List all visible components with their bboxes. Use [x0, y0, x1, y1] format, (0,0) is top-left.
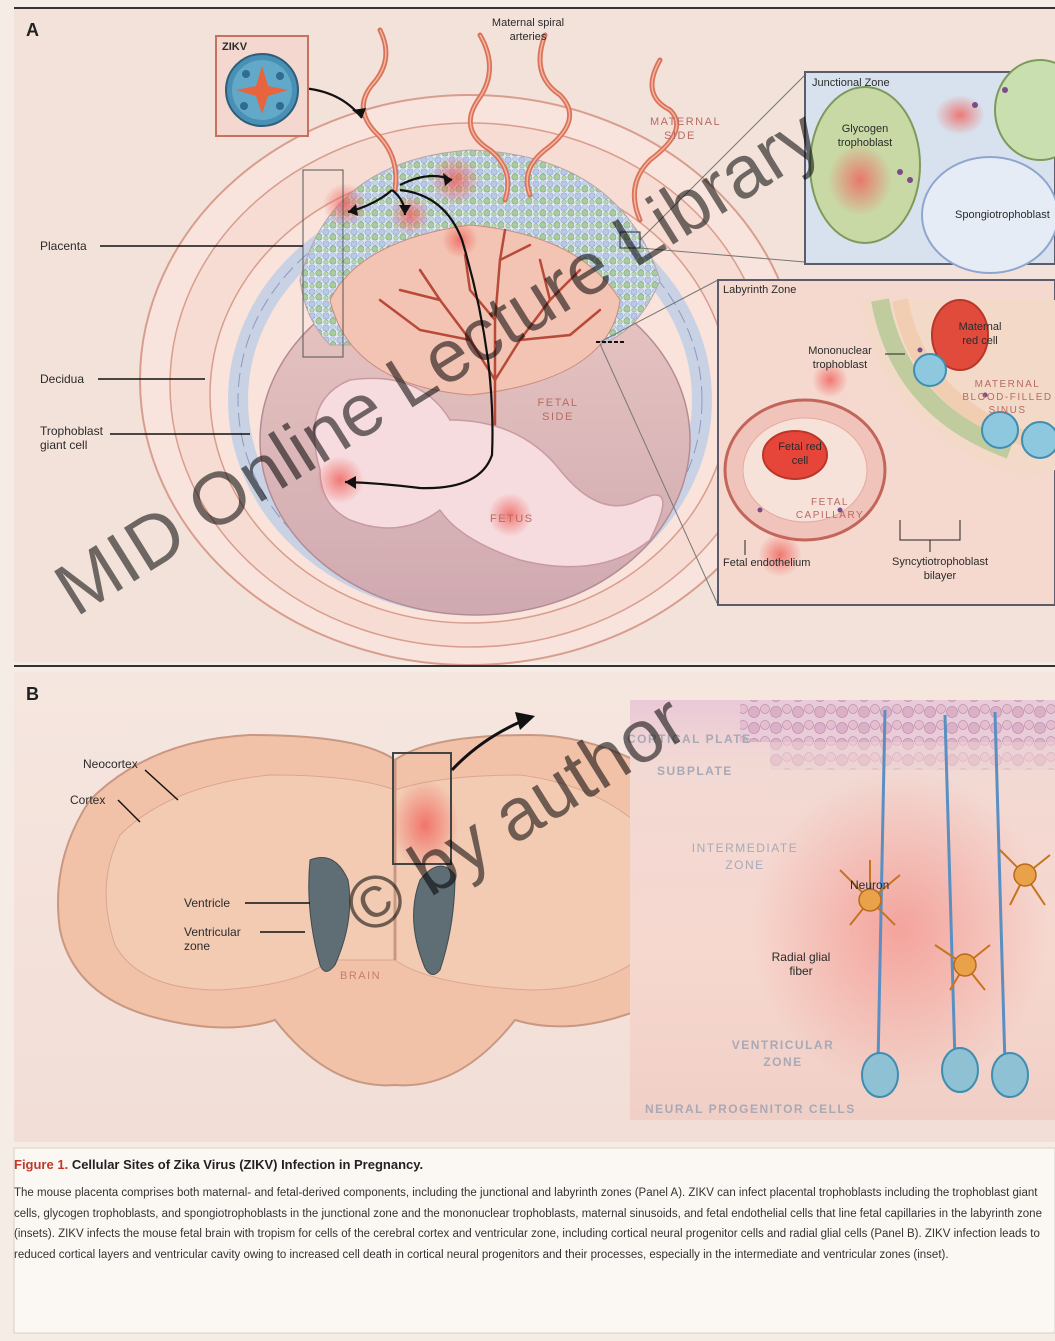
trophoblast-giant-cell-label: Trophoblast giant cell [40, 424, 110, 452]
ventricle-label: Ventricle [184, 896, 230, 910]
junctional-zone-inset [805, 60, 1055, 273]
brain-label: BRAIN [340, 970, 381, 982]
fetal-side-label: FETAL SIDE [530, 396, 586, 424]
labyrinth-zone-title: Labyrinth Zone [723, 283, 796, 297]
ventricular-zone-caps-label: VENTRICULAR ZONE [718, 1037, 848, 1071]
figure-caption-body: The mouse placenta comprises both matern… [14, 1183, 1044, 1265]
figure-title: Figure 1. Cellular Sites of Zika Virus (… [14, 1157, 423, 1172]
decidua-label: Decidua [40, 372, 84, 386]
maternal-sinus-label: MATERNAL BLOOD-FILLED SINUS [960, 378, 1055, 417]
cortical-plate-cells [740, 700, 1055, 742]
maternal-side-label: MATERNAL SIDE [650, 115, 710, 143]
panel-a-letter: A [26, 20, 39, 41]
subplate-label: SUBPLATE [657, 764, 733, 778]
zikv-label: ZIKV [222, 40, 247, 54]
radial-glial-fiber-label: Radial glial fiber [762, 950, 840, 978]
neuron-label: Neuron [850, 878, 889, 892]
maternal-red-cell-label: Maternal red cell [950, 320, 1010, 348]
cortical-plate-label: CORTICAL PLATE [627, 732, 752, 746]
brain-inner-matter [106, 775, 666, 990]
fetus-label: FETUS [490, 513, 534, 525]
panel-b-letter: B [26, 684, 39, 705]
zikv-virion-icon [226, 54, 298, 126]
placenta-label: Placenta [40, 239, 87, 253]
neocortex-label: Neocortex [83, 757, 138, 771]
fetal-endothelium-label: Fetal endothelium [723, 556, 818, 570]
fetal-red-cell-label: Fetal red cell [775, 440, 825, 468]
fetal-capillary-label: FETAL CAPILLARY [795, 496, 865, 522]
glycogen-trophoblast-label: Glycogen trophoblast [830, 122, 900, 150]
mononuclear-trophoblast-label: Mononuclear trophoblast [795, 344, 885, 372]
subplate-cells [770, 742, 1055, 770]
figure-title-text: Cellular Sites of Zika Virus (ZIKV) Infe… [72, 1157, 423, 1172]
junctional-zone-title: Junctional Zone [812, 76, 890, 90]
neural-progenitor-cells-label: NEURAL PROGENITOR CELLS [645, 1102, 856, 1116]
maternal-spiral-arteries-label: Maternal spiral arteries [478, 16, 578, 44]
spongiotrophoblast-label: Spongiotrophoblast [955, 208, 1050, 222]
ventricular-zone-label: Ventricular zone [184, 925, 254, 953]
intermediate-zone-label: INTERMEDIATE ZONE [680, 840, 810, 874]
brain-infection-region [391, 779, 459, 871]
cortex-label: Cortex [70, 793, 105, 807]
figure-number: Figure 1. [14, 1157, 68, 1172]
syncytiotrophoblast-label: Syncytiotrophoblast bilayer [875, 555, 1005, 583]
